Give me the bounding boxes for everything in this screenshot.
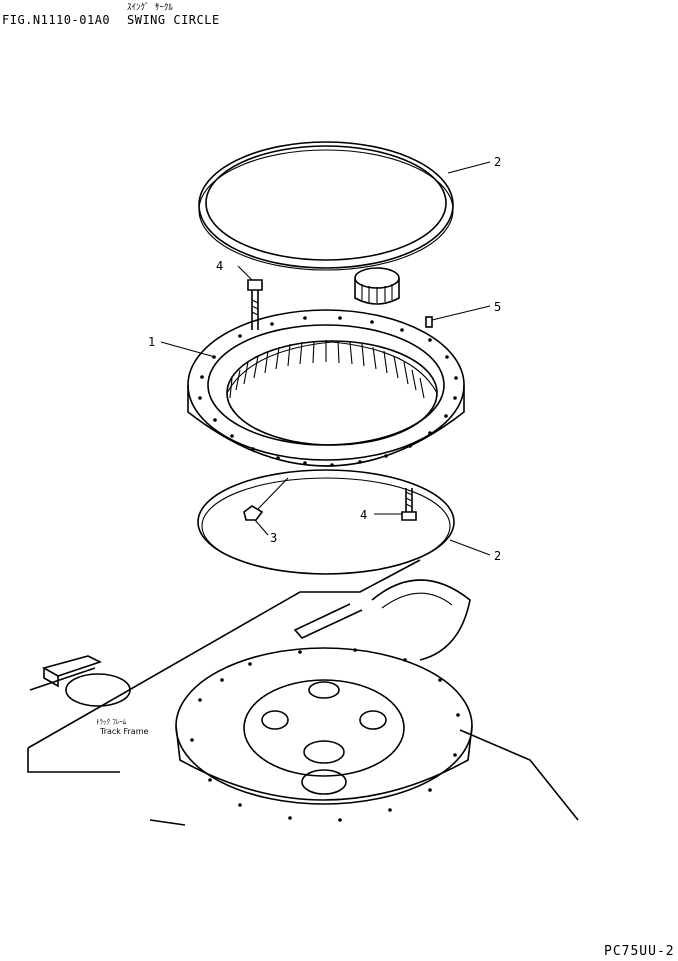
callout-2-upper: 2 xyxy=(494,155,501,169)
track-frame-label: Track Frame xyxy=(99,727,148,736)
figure-title: SWING CIRCLE xyxy=(127,13,220,27)
lower-bolt xyxy=(401,488,417,521)
callout-1: 1 xyxy=(148,335,155,349)
figure-title-japanese: ｽｲﾝｸﾞ ｻｰｸﾙ xyxy=(127,3,173,13)
model-code: PC75UU-2 xyxy=(604,944,675,959)
upper-seal-ring xyxy=(198,141,454,271)
grease-fitting xyxy=(243,477,289,521)
pinion-gear xyxy=(354,267,400,305)
leader-lines xyxy=(160,161,491,556)
figure-id: FIG.N1110-01A0 xyxy=(2,13,111,27)
swing-circle xyxy=(187,309,465,467)
callout-4-upper: 4 xyxy=(216,259,223,273)
mounting-flange xyxy=(175,647,473,822)
callout-2-lower: 2 xyxy=(494,549,501,563)
callout-3: 3 xyxy=(270,531,277,545)
track-frame-label-japanese: ﾄﾗｯｸ ﾌﾚｰﾑ xyxy=(96,718,127,726)
callout-4-lower: 4 xyxy=(360,508,367,522)
pin xyxy=(425,316,433,328)
callout-5: 5 xyxy=(494,300,501,314)
track-frame xyxy=(27,559,579,826)
upper-bolt xyxy=(247,279,263,330)
lower-seal-ring xyxy=(197,469,455,575)
